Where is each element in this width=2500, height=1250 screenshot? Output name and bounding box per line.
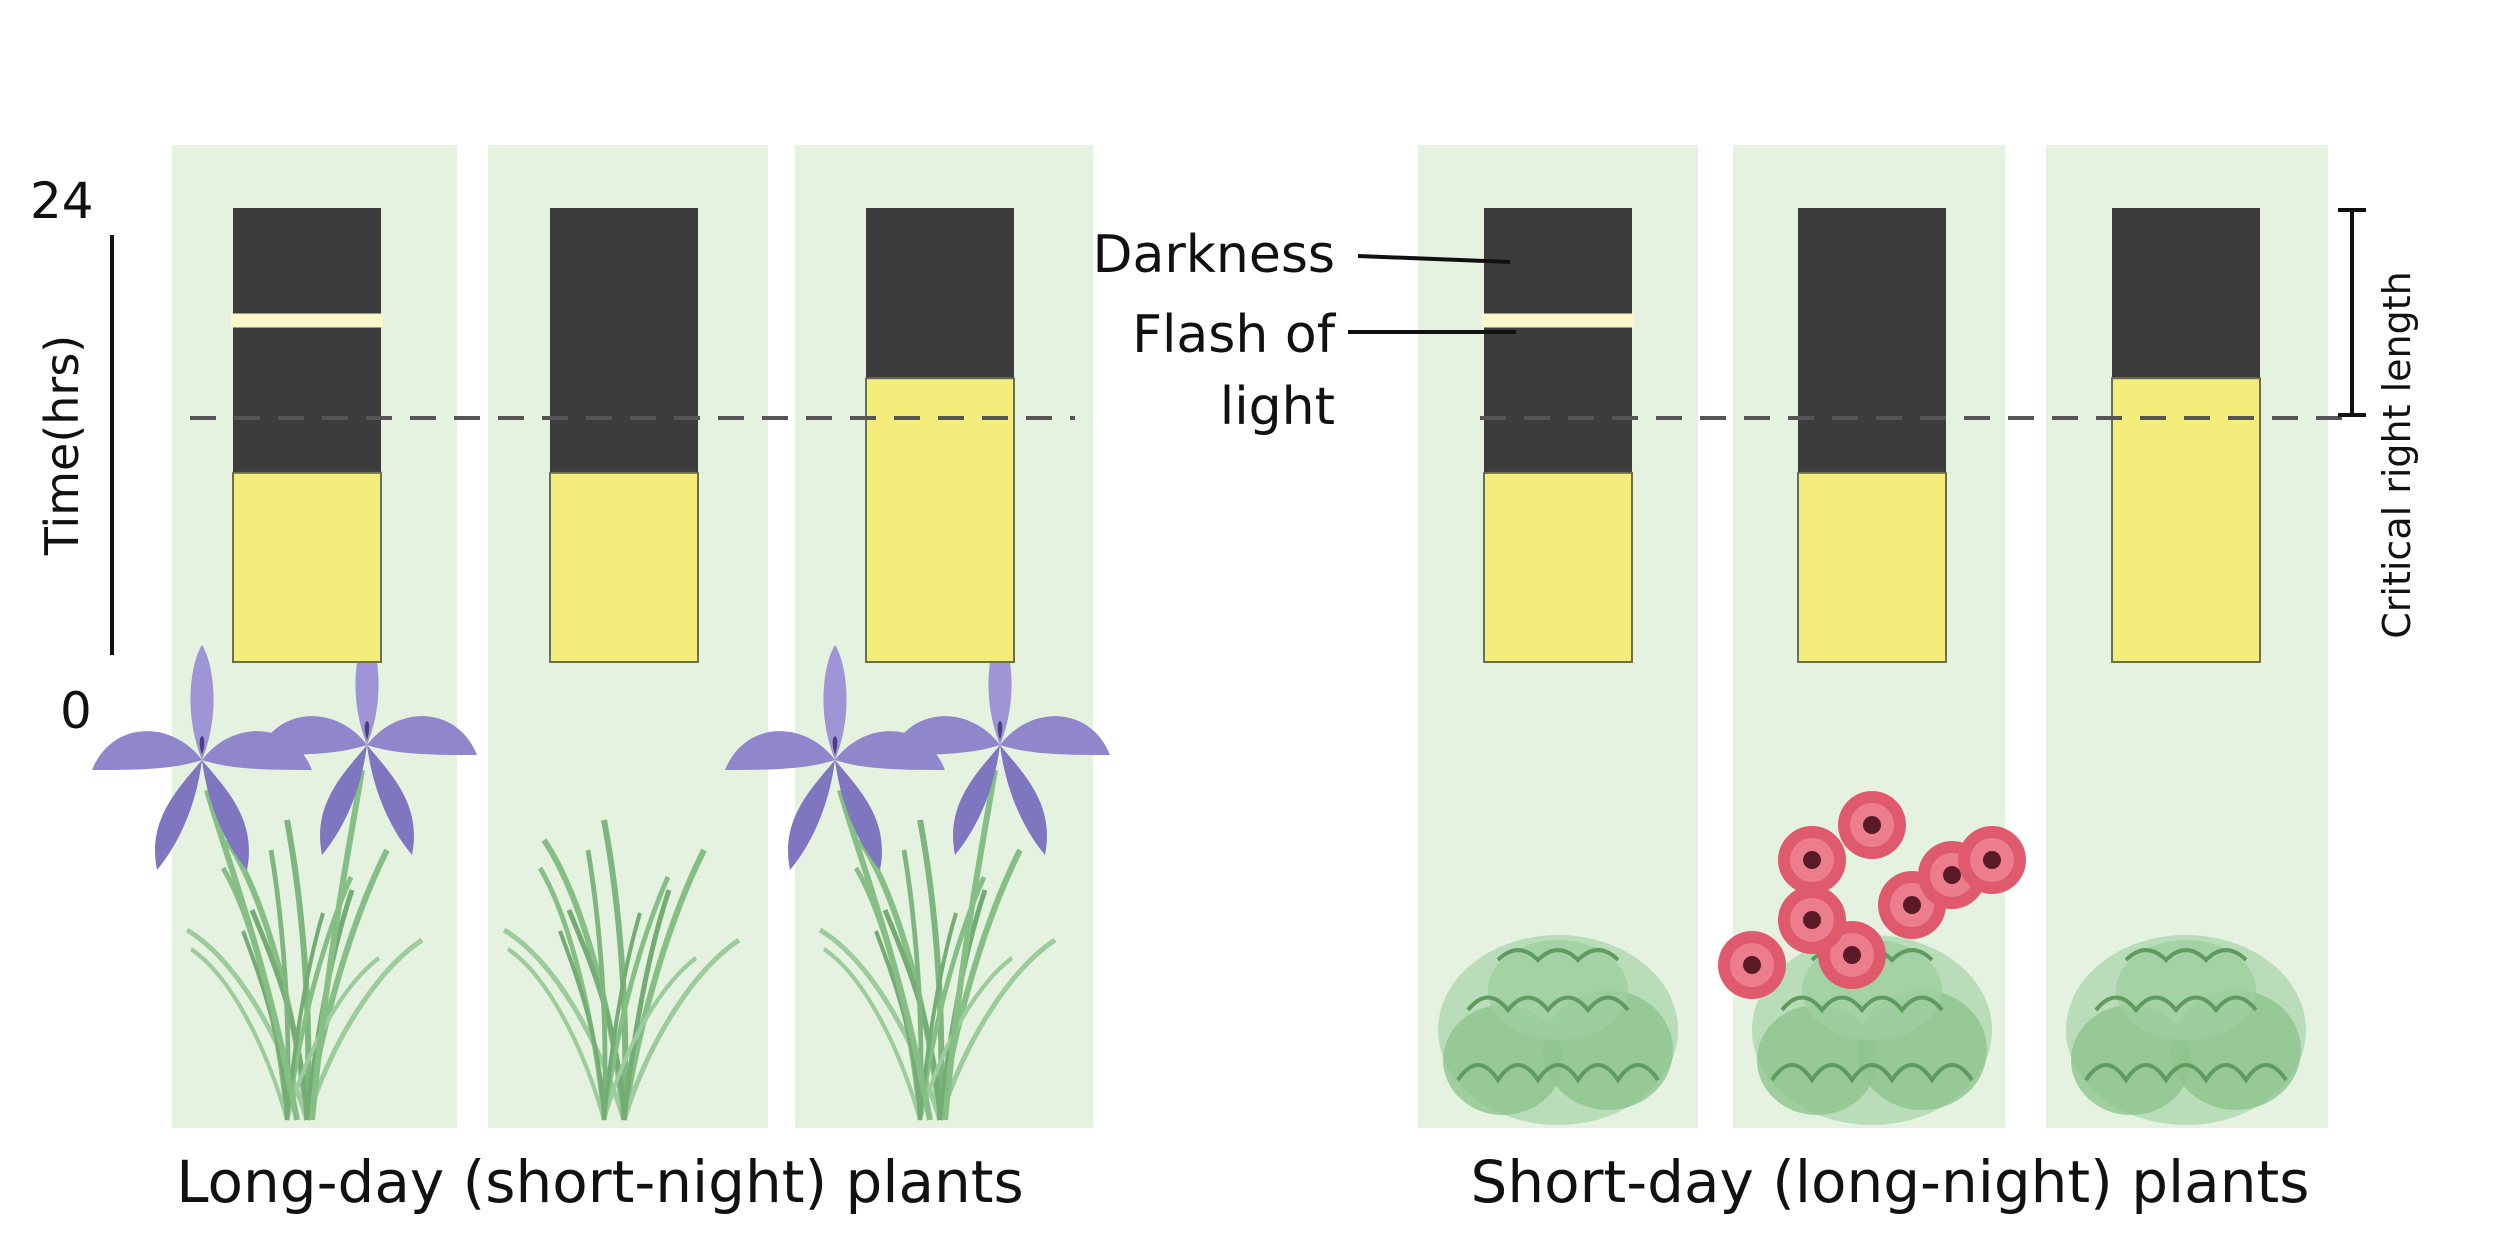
light-bar-g1-col2 <box>549 471 699 664</box>
iris-plant-g1-col1 <box>92 630 477 1120</box>
critical-length-label: Critical right length <box>2375 271 2419 638</box>
light-bar-g1-col1 <box>232 471 382 664</box>
axis-title: Time(hrs) <box>35 335 89 557</box>
column-panels <box>172 145 2328 1128</box>
light-bar-g2-col2 <box>1797 471 1947 664</box>
darkness-bar-g1-col2 <box>550 208 698 473</box>
darkness-bar-g1-col3 <box>866 208 1014 379</box>
axis-tick-0: 0 <box>60 682 92 740</box>
darkness-leader <box>1357 254 1511 264</box>
flash-label-line2: light <box>1220 377 1335 437</box>
plant-illustrations <box>92 630 2308 1127</box>
flower-icon <box>1958 826 2026 894</box>
darkness-bar-g1-col1 <box>233 208 381 473</box>
darkness-bar-g2-col2 <box>1798 208 1946 473</box>
darkness-bar-g2-col3 <box>2112 208 2260 379</box>
iris-plant-g1-col3 <box>725 630 1110 1120</box>
light-bar-g2-col1 <box>1483 471 1633 664</box>
critical-length-bracket <box>2338 208 2366 417</box>
darkness-bar-g2-col1 <box>1484 208 1632 473</box>
darkness-label: Darkness <box>1092 225 1335 285</box>
flower-icon <box>1778 886 1846 954</box>
light-bar-g1-col3 <box>865 377 1015 663</box>
chrysanthemum-plant-g2-col1 <box>1436 933 1680 1127</box>
long-day-caption: Long-day (short-night) plants <box>176 1148 1023 1216</box>
flash-of-light-g2-col1 <box>1482 313 1634 328</box>
flash-of-light-g1-col1 <box>231 313 383 328</box>
flower-icon <box>1838 791 1906 859</box>
flash-label-line1: Flash of <box>1132 305 1337 365</box>
photoperiod-bars <box>231 208 2261 664</box>
short-day-caption: Short-day (long-night) plants <box>1471 1148 2310 1216</box>
flower-icon <box>1778 826 1846 894</box>
light-bar-g2-col3 <box>2111 377 2261 663</box>
axis-tick-24: 24 <box>30 172 94 230</box>
chrysanthemum-plant-g2-col3 <box>2064 933 2308 1127</box>
flower-icon <box>1718 931 1786 999</box>
